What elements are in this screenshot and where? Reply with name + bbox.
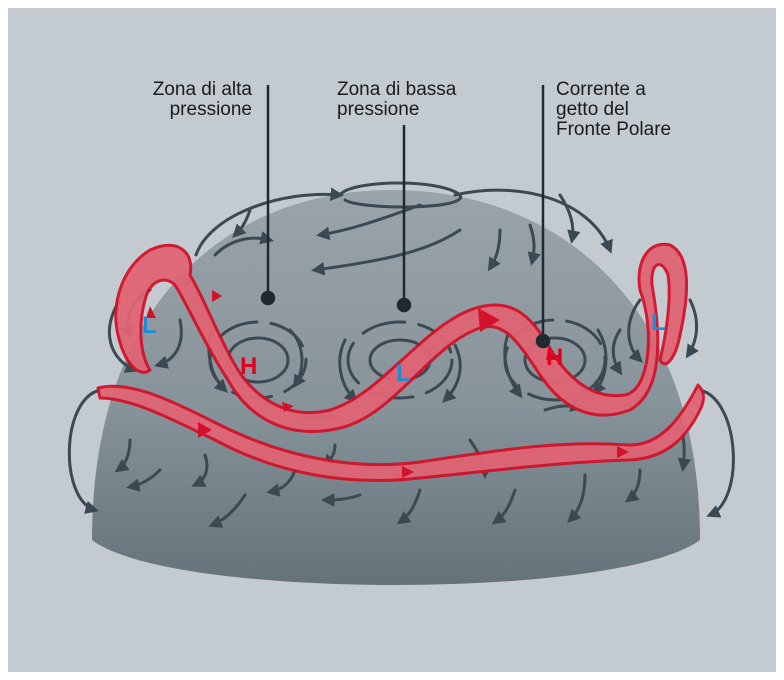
low-marker-center: L [396,360,411,387]
label-jet-stream-line2: getto del [556,100,671,120]
low-marker-right: L [651,309,666,336]
label-low-pressure-line2: pressione [337,100,456,120]
label-jet-stream: Corrente a getto del Fronte Polare [556,80,671,140]
low-marker-left: L [142,312,157,339]
label-high-pressure-line2: pressione [120,100,252,120]
label-low-pressure: Zona di bassa pressione [337,80,456,120]
label-jet-stream-line1: Corrente a [556,80,671,100]
high-marker-right: H [546,344,563,371]
label-high-pressure-line1: Zona di alta [120,80,252,100]
label-high-pressure: Zona di alta pressione [120,80,252,120]
label-jet-stream-line3: Fronte Polare [556,120,671,140]
label-low-pressure-line1: Zona di bassa [337,80,456,100]
high-marker-left: H [240,353,257,380]
